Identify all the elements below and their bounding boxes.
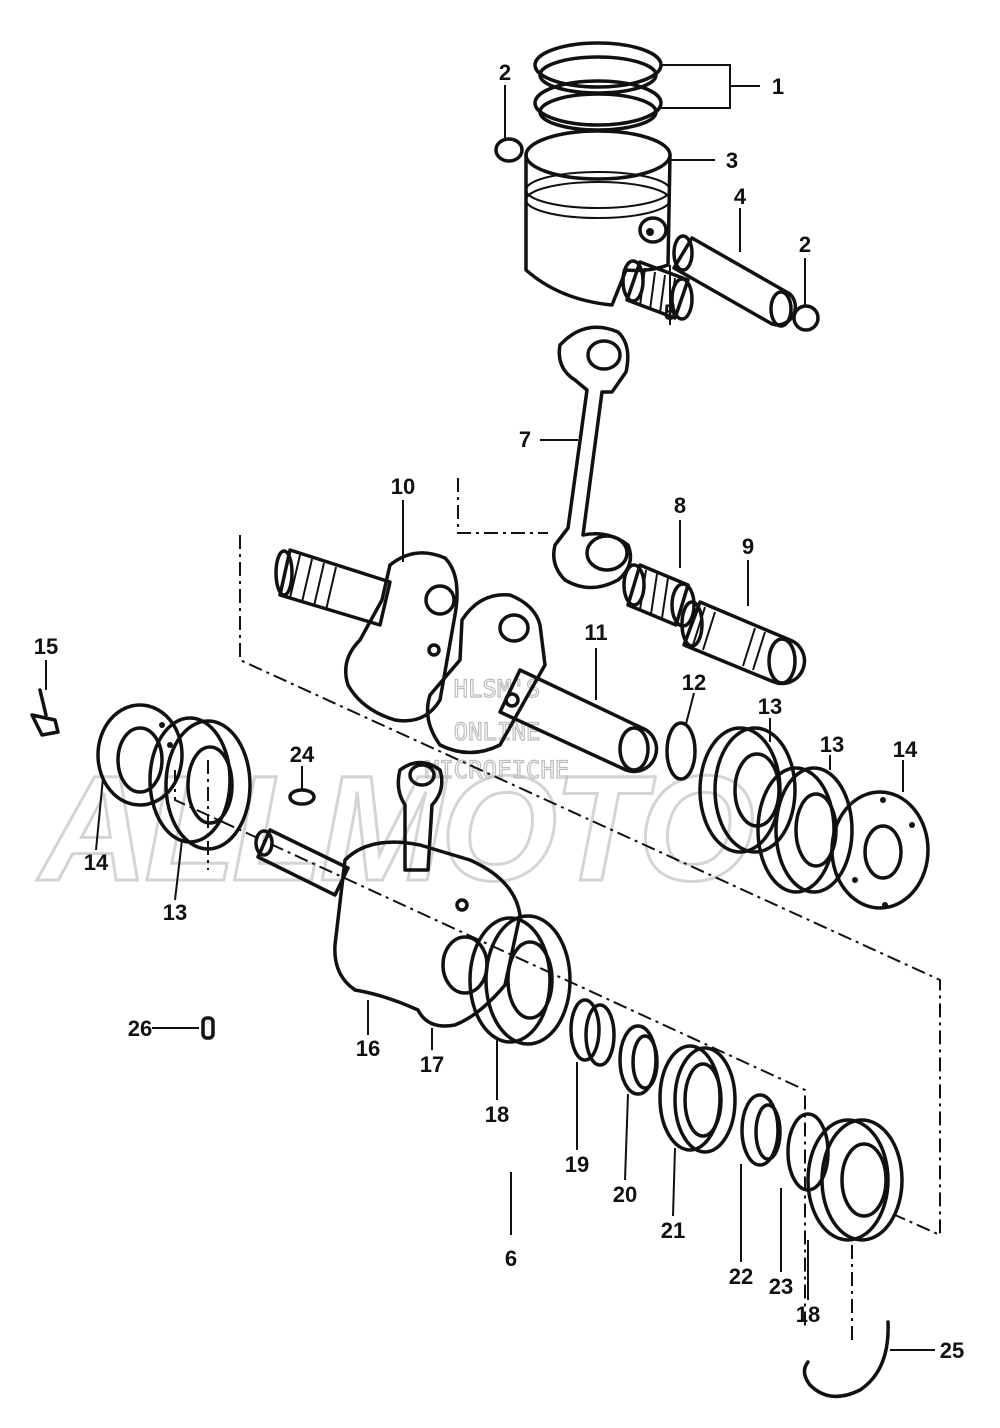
piston-pin: [672, 234, 798, 328]
bearing-retainer-right: [830, 790, 930, 910]
leader-lines: [45, 64, 935, 1351]
callout-1: 1: [772, 74, 784, 99]
piston-pin-circlip-left: [494, 137, 524, 163]
callout-6: 6: [505, 1246, 517, 1271]
callout-10: 10: [391, 474, 415, 499]
watermark-line-3: MICROFICHE: [425, 756, 570, 784]
callout-13-a: 13: [758, 694, 782, 719]
thrust-washer: [740, 1093, 782, 1167]
callout-11: 11: [584, 620, 607, 645]
callout-17: 17: [420, 1052, 444, 1077]
callout-19: 19: [565, 1152, 589, 1177]
crank-bearing-outer: [806, 1118, 904, 1242]
oil-seal: [658, 1044, 737, 1154]
c-clip: [802, 1320, 890, 1399]
callout-15: 15: [34, 634, 58, 659]
callout-26: 26: [128, 1016, 152, 1041]
callout-13-c: 13: [163, 900, 187, 925]
piston-rings: [533, 41, 663, 132]
callout-5: 5: [664, 300, 676, 325]
crank-o-ring: [618, 1024, 659, 1096]
crank-bolt: [30, 688, 60, 737]
callout-14-right: 14: [893, 737, 918, 762]
crank-shim: [665, 721, 697, 781]
callout-2-right: 2: [799, 232, 811, 257]
crank-bearing-left: [148, 716, 252, 851]
callout-18-b: 18: [796, 1302, 820, 1327]
callout-18-a: 18: [485, 1102, 509, 1127]
callout-13-b: 13: [820, 732, 844, 757]
callout-12: 12: [682, 670, 706, 695]
callout-numbers: 1 2 3 4 2 5 7 8 9 10 11 12 13 13 14 15 2…: [34, 60, 964, 1363]
crankshaft-left-half: [425, 592, 659, 774]
callout-3: 3: [726, 148, 738, 173]
callout-4: 4: [734, 184, 747, 209]
connecting-rod: [552, 325, 633, 590]
big-end-needle-bearing: [622, 563, 696, 628]
callout-8: 8: [674, 493, 686, 518]
crank-bearing-lower: [468, 914, 572, 1046]
callout-7: 7: [519, 427, 531, 452]
crankshaft-right-half: [274, 548, 459, 723]
callout-20: 20: [613, 1182, 637, 1207]
crankshaft-assembly: [254, 760, 522, 1028]
bearing-retainer-left: [96, 703, 184, 807]
watermark-line-2: ONLINE: [454, 718, 541, 746]
callout-21: 21: [661, 1218, 685, 1243]
callout-25: 25: [940, 1338, 964, 1363]
callout-2-top: 2: [499, 60, 511, 85]
crank-pin: [680, 600, 807, 686]
callout-14-left: 14: [84, 850, 109, 875]
callout-23: 23: [769, 1274, 793, 1299]
locating-pin: [201, 1016, 215, 1040]
small-end-needle-bearing: [621, 259, 694, 321]
callout-24: 24: [290, 742, 315, 767]
callout-9: 9: [742, 534, 754, 559]
piston: [524, 129, 672, 307]
watermark: ALLMOTO HLSM'S ONLINE MICROFICHE: [35, 674, 759, 913]
callout-16: 16: [356, 1036, 380, 1061]
piston-pin-circlip-right: [792, 304, 820, 332]
crank-bearing-right-1: [698, 726, 797, 854]
assembly-guide-lines: [174, 478, 941, 1345]
callout-22: 22: [729, 1264, 753, 1289]
crank-spacer: [569, 998, 616, 1067]
